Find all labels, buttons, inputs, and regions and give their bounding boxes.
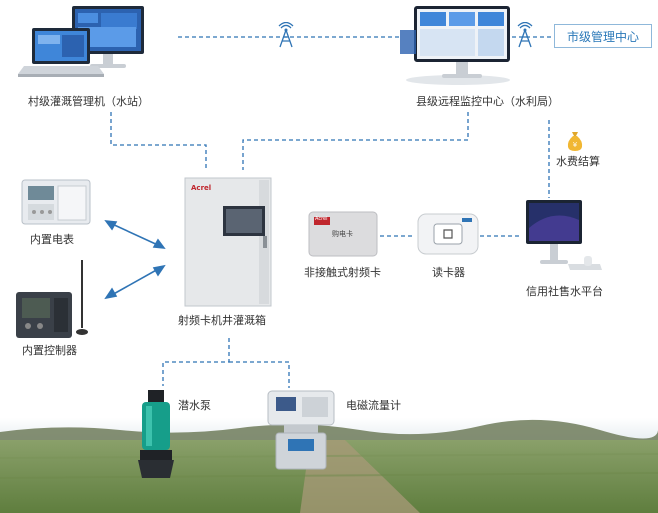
county-center-label: 县级远程监控中心（水利局）	[416, 95, 559, 108]
card-brand: Acrel	[315, 216, 328, 222]
pump-label: 潜水泵	[178, 399, 211, 412]
pump-image	[138, 390, 174, 478]
cabinet-image	[184, 177, 272, 307]
sales-platform-image	[526, 200, 602, 270]
money-bag-icon: ¥	[567, 132, 583, 151]
platform-label: 信用社售水平台	[526, 285, 603, 298]
svg-text:¥: ¥	[573, 141, 578, 149]
city-management-center-box: 市级管理中心	[554, 24, 652, 48]
signal-tower-icon	[278, 22, 294, 48]
village-pc-label: 村级灌溉管理机（水站）	[28, 95, 149, 108]
card-reader-image	[417, 213, 479, 255]
electric-meter-image	[21, 179, 91, 225]
controller-image	[16, 260, 88, 338]
irrigation-cabinet: Acrel	[183, 176, 273, 308]
flowmeter-label: 电磁流量计	[346, 399, 401, 412]
county-monitor-image	[400, 6, 510, 85]
rf-card-image	[308, 211, 378, 257]
card-reader-label: 读卡器	[432, 266, 465, 279]
brand-logo: Acrel	[191, 184, 212, 192]
rf-card: Acrel 购电卡	[308, 211, 378, 257]
water-fee-label: 水费结算	[556, 155, 600, 168]
controller-label: 内置控制器	[22, 344, 77, 357]
signal-tower-icon	[517, 22, 533, 48]
card-title: 购电卡	[332, 230, 353, 238]
cabinet-label: 射频卡机井灌溉箱	[178, 314, 266, 327]
meter-label: 内置电表	[30, 233, 74, 246]
rf-card-label: 非接触式射频卡	[304, 266, 381, 279]
flowmeter-image	[267, 390, 335, 470]
village-computer-image	[18, 6, 144, 77]
